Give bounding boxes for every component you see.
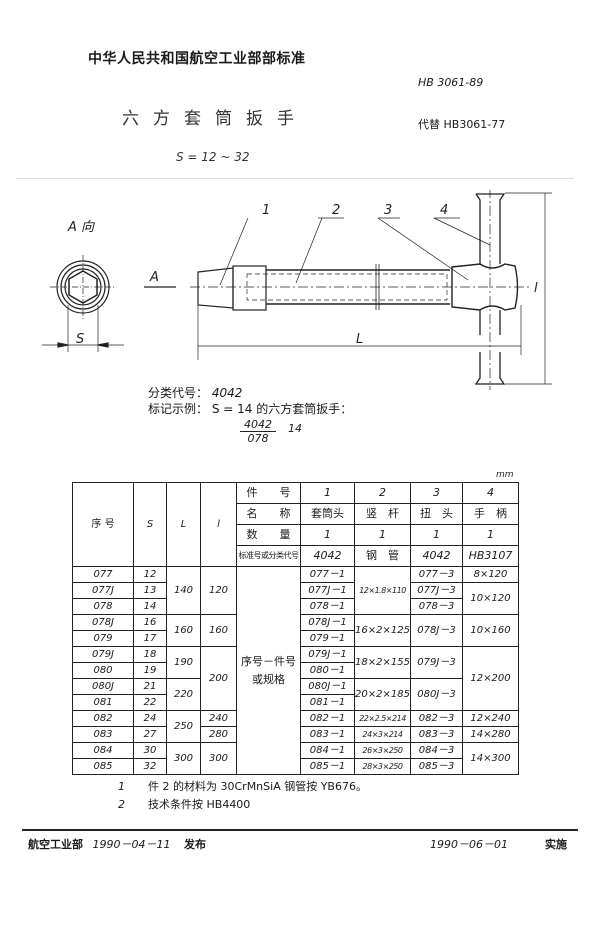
- part-no-label: 件 号: [236, 482, 301, 504]
- svg-text:1: 1: [262, 203, 270, 218]
- document-title: 六方套筒扳手: [122, 109, 308, 129]
- end-view-socket-icon: [42, 255, 124, 352]
- footer-divider: [22, 829, 578, 831]
- unit-label: mm: [496, 470, 514, 480]
- header-seq: 序 号: [72, 482, 134, 567]
- merged-seq-part-label: 序号－件号 或规格: [236, 566, 301, 775]
- table-row: 079J 18 190 200 079J－1 18×2×155 079J－3 1…: [72, 646, 519, 711]
- top-divider: [16, 178, 574, 179]
- issue-label: 发布: [184, 838, 206, 851]
- header-S: S: [133, 482, 167, 567]
- replaces-standard: 代替 HB3061-77: [418, 118, 506, 131]
- issuing-organization: 中华人民共和国航空工业部部标准: [88, 51, 306, 67]
- svg-text:S: S: [76, 332, 84, 347]
- header-L: L: [166, 482, 201, 567]
- effective-date: 1990－06－01: [430, 838, 508, 851]
- table-row: 079 17 079－1: [72, 630, 519, 647]
- header-l: l: [200, 482, 237, 567]
- marking-size: 14: [288, 422, 302, 435]
- table-row: 077 12 140 120 序号－件号 或规格 077－1 12×1.8×11…: [72, 566, 519, 775]
- svg-text:l: l: [534, 281, 538, 296]
- name-label: 名 称: [236, 503, 301, 525]
- svg-text:4: 4: [440, 203, 448, 218]
- issuer-info: 航空工业部 1990－04－11: [28, 838, 171, 851]
- table-row: 078 14 078－1 078－3: [72, 598, 519, 615]
- view-label: A 向: [67, 220, 95, 235]
- marking-example: 标记示例： S = 14 的六方套筒扳手：: [148, 402, 353, 416]
- table-row: 085 32 085－1 28×3×250 085－3: [72, 758, 519, 775]
- svg-text:2: 2: [332, 203, 340, 218]
- svg-text:3: 3: [384, 203, 392, 218]
- wrench-drawing: A 向 A S L l 1 2 3 4: [42, 190, 552, 390]
- effective-label: 实施: [545, 838, 567, 851]
- table-row: 080J 21 220 080J－1 20×2×185 080J－3: [72, 678, 519, 711]
- svg-text:L: L: [356, 332, 363, 347]
- table-row: 083 27 280 083－1 24×3×214 083－3 14×280: [72, 726, 519, 743]
- spec-table: 序 号 S L l 件 号 1 2 3 4 名 称 套筒头 竖 杆 扭 头 手 …: [72, 482, 519, 775]
- table-row: 081 22 081－1: [72, 694, 519, 711]
- table-row: 078J 16 160 160 078J－1 16×2×125 078J－3 1…: [72, 614, 519, 647]
- classification-code: 分类代号： 4042: [148, 386, 243, 400]
- marking-fraction: 4042 078: [240, 418, 276, 445]
- qty-label: 数 量: [236, 524, 301, 546]
- svg-text:A: A: [149, 270, 159, 285]
- standard-number: HB 3061-89: [418, 76, 484, 89]
- std-label: 标准号或分类代号: [236, 545, 301, 567]
- size-range: S = 12 ~ 32: [176, 150, 250, 164]
